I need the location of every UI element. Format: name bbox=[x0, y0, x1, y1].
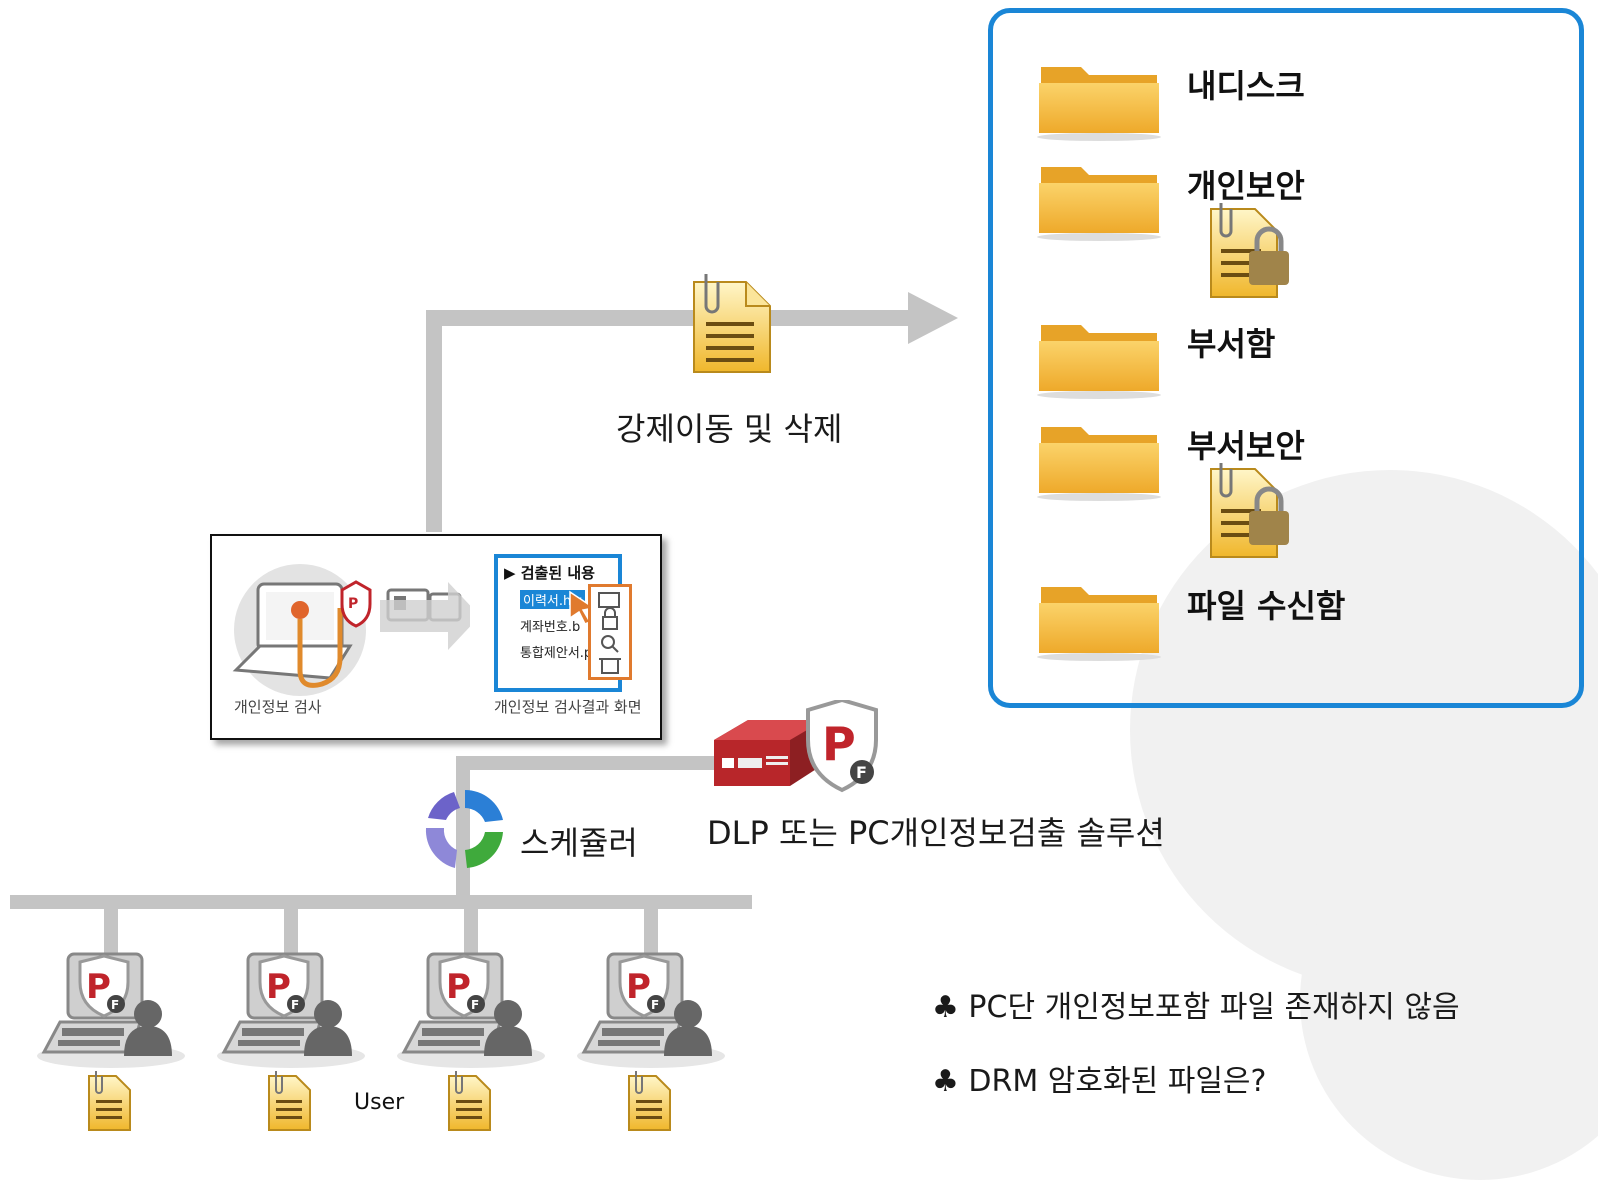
svg-text:P: P bbox=[266, 967, 291, 1007]
svg-text:P: P bbox=[86, 967, 111, 1007]
background-blob bbox=[1300, 820, 1598, 1180]
inset-right-caption: 개인정보 검사결과 화면 bbox=[494, 698, 642, 716]
folder-icon[interactable] bbox=[1035, 581, 1163, 665]
document-icon bbox=[626, 1070, 672, 1136]
folder-label[interactable]: 부서보안 bbox=[1187, 427, 1305, 465]
solution-label: DLP 또는 PC개인정보검출 솔루션 bbox=[707, 814, 1165, 852]
dlp-appliance-icon: P F bbox=[714, 700, 878, 793]
svg-text:P: P bbox=[348, 596, 358, 612]
svg-text:F: F bbox=[291, 998, 299, 1012]
drop-line-1 bbox=[104, 905, 118, 955]
folder-label[interactable]: 파일 수신함 bbox=[1187, 587, 1346, 625]
folder-icon[interactable] bbox=[1035, 61, 1163, 145]
svg-text:P: P bbox=[822, 717, 856, 771]
svg-text:F: F bbox=[856, 763, 867, 782]
document-icon bbox=[86, 1070, 132, 1136]
user-label: User bbox=[354, 1090, 405, 1115]
drop-line-3 bbox=[464, 905, 478, 955]
move-delete-label: 강제이동 및 삭제 bbox=[616, 410, 843, 448]
note-drm-question: ♣ DRM 암호화된 파일은? bbox=[932, 1064, 1267, 1099]
folder-icon[interactable] bbox=[1035, 421, 1163, 505]
svg-text:P: P bbox=[626, 967, 651, 1007]
document-icon bbox=[693, 274, 771, 373]
result-item: 계좌번호.b bbox=[520, 620, 581, 635]
locked-document-icon bbox=[1205, 461, 1295, 565]
svg-text:F: F bbox=[471, 998, 479, 1012]
connector-horizontal-top bbox=[426, 310, 916, 326]
svg-text:F: F bbox=[111, 998, 119, 1012]
note-no-personal-file: ♣ PC단 개인정보포함 파일 존재하지 않음 bbox=[932, 990, 1460, 1025]
document-icon bbox=[266, 1070, 312, 1136]
scan-inset: P 개인정보 검사 ▶ 검출된 내용 이력서.hw 계좌번호.b 통합제안서.p… bbox=[210, 534, 662, 740]
document-icon bbox=[446, 1070, 492, 1136]
svg-text:P: P bbox=[446, 967, 471, 1007]
action-toolbar bbox=[588, 584, 632, 680]
folder-label[interactable]: 부서함 bbox=[1187, 325, 1276, 363]
scheduler-label: 스케쥴러 bbox=[520, 824, 638, 862]
arrow-right-icon bbox=[908, 292, 958, 344]
folder-lock-search-trash-icons bbox=[598, 592, 621, 674]
pc-scan-illustration: P bbox=[232, 564, 470, 696]
drop-line-2 bbox=[284, 905, 298, 955]
refresh-cycle-icon bbox=[425, 789, 503, 868]
locked-document-icon bbox=[1205, 201, 1295, 305]
folder-icon[interactable] bbox=[1035, 319, 1163, 403]
inset-left-caption: 개인정보 검사 bbox=[234, 698, 322, 716]
folder-label[interactable]: 개인보안 bbox=[1187, 167, 1305, 205]
connector-vertical-up bbox=[426, 310, 442, 532]
svg-text:F: F bbox=[651, 998, 659, 1012]
folder-icon[interactable] bbox=[1035, 161, 1163, 245]
network-bus bbox=[10, 895, 752, 909]
result-title: ▶ 검출된 내용 bbox=[504, 564, 595, 582]
result-item: 통합제안서.p bbox=[520, 646, 593, 661]
result-item: 이력서.hw bbox=[520, 590, 585, 609]
connector-to-solution bbox=[456, 756, 714, 770]
result-window: ▶ 검출된 내용 이력서.hw 계좌번호.b 통합제안서.p bbox=[494, 554, 622, 692]
folder-label[interactable]: 내디스크 bbox=[1187, 67, 1305, 105]
drop-line-4 bbox=[644, 905, 658, 955]
